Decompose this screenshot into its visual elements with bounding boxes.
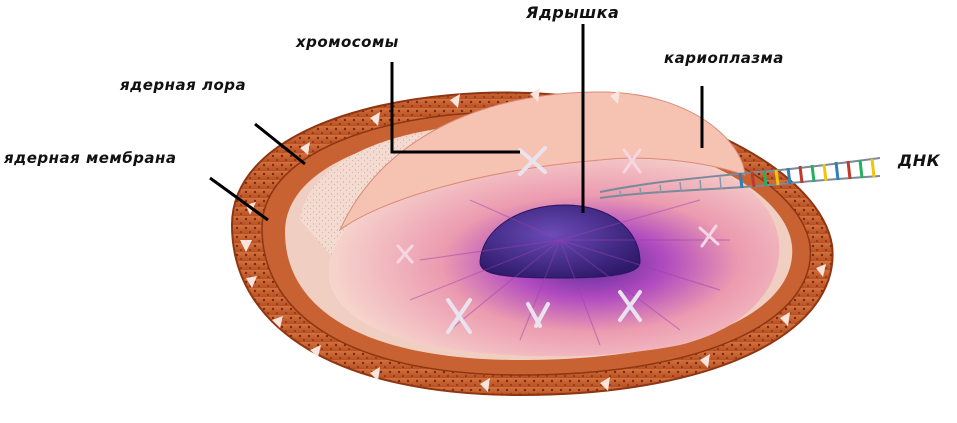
label-dna: ДНК (898, 151, 940, 170)
label-chromosomes: хромосомы (296, 33, 399, 51)
label-nuclear-membrane: ядерная мембрана (4, 149, 177, 167)
label-karyoplasm: кариоплазма (664, 49, 784, 67)
label-nuclear-pore: ядерная лора (120, 76, 246, 94)
label-nucleolus: Ядрышка (526, 3, 619, 22)
